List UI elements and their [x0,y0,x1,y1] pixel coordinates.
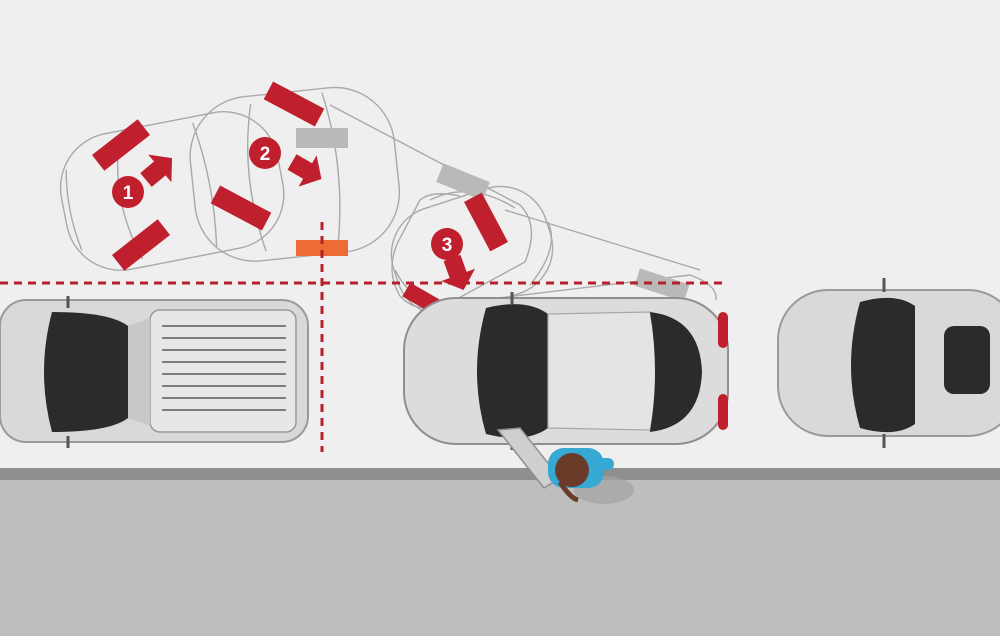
reverse-light-marker [296,240,348,256]
arrow-icon [140,154,173,187]
pickup-truck-icon [0,296,309,448]
wheel-marker [111,219,171,271]
sidewalk [0,480,1000,636]
step-badge-1: 1 [112,176,144,208]
gray-marker-3 [634,268,690,302]
arrow-icon [441,254,476,290]
arrow-icon [287,154,322,187]
wheel-marker [263,81,325,127]
brake-light [718,312,728,348]
curb [0,468,1000,480]
step-badge-3: 3 [431,228,463,260]
step-number-1: 1 [123,183,134,204]
step-number-2: 2 [260,144,271,165]
parked-car-right [777,278,1000,448]
wheel-marker [91,119,151,171]
step-badge-icon [112,176,144,208]
wheel-marker [464,192,508,252]
brake-light [718,394,728,430]
gray-marker-1 [296,128,348,148]
wheel-marker [210,185,272,231]
car-icon [403,292,729,489]
gray-marker-2 [436,163,490,201]
step-badge-icon [249,137,281,169]
step-number-3: 3 [442,235,453,256]
step-badge-icon [431,228,463,260]
step-badge-2: 2 [249,137,281,169]
ghost-car-step-3 [329,104,717,317]
pedestrian-icon [548,448,634,504]
